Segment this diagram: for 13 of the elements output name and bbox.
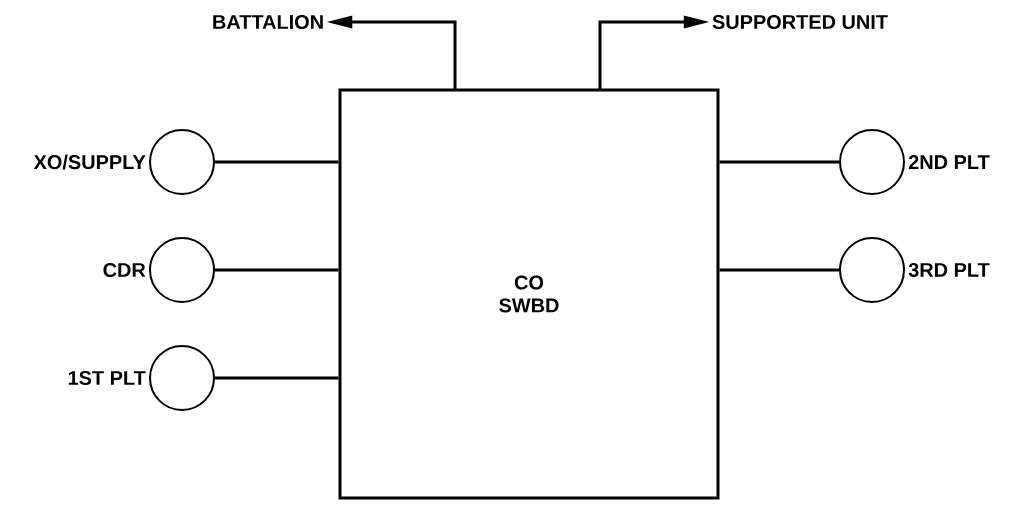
connector-line [215,376,339,380]
text-label: BATTALION [213,14,323,30]
node-label: 1ST PLT [68,370,146,386]
node-label: CDR [103,262,146,278]
connector-line [215,268,339,272]
connector-line [215,160,339,164]
text-label: SUPPORTED UNIT [712,14,888,30]
connector-line [719,268,839,272]
connector-line [719,160,839,164]
node-label: XO/SUPPLY [33,154,146,170]
node-label: 3RD PLT [908,262,990,278]
switchboard-box: CO SWBD [338,88,720,500]
node-label: 2ND PLT [908,155,990,169]
